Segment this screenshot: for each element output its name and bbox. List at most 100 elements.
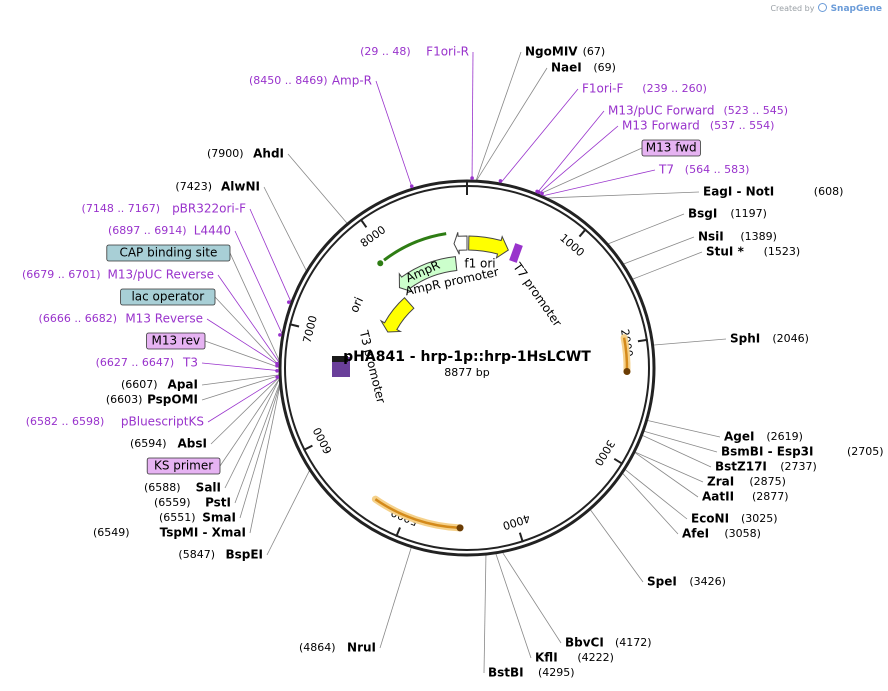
site-coord: (608) <box>814 185 844 198</box>
site-coord: (4295) <box>538 666 575 679</box>
site-coord: (6594) <box>130 437 167 450</box>
site-coord: (537 .. 554) <box>710 119 775 132</box>
site-coord: (69) <box>593 61 616 74</box>
site-label-bstz17i: BstZ17I(2737) <box>715 460 817 474</box>
site-label-m13-puc-forward: M13/pUC Forward(523 .. 545) <box>608 104 788 118</box>
site-label-nrui: NruI(4864) <box>299 641 376 655</box>
leader-line <box>495 552 532 659</box>
leader-line <box>631 251 703 280</box>
site-name: T3 <box>182 356 198 370</box>
site-name: M13 Forward <box>622 119 700 133</box>
site-label-bstbi: BstBI(4295) <box>488 666 575 680</box>
site-coord: (2875) <box>749 475 786 488</box>
feature-box <box>641 139 701 157</box>
leader-line <box>475 67 548 182</box>
site-label-bspei: BspEI(5847) <box>178 548 263 562</box>
site-label-apai: ApaI(6607) <box>121 378 198 392</box>
orf-arrow-tip <box>623 367 631 375</box>
site-coord: (4222) <box>577 651 614 664</box>
site-coord: (6897 .. 6914) <box>108 224 187 237</box>
leader-line <box>633 451 699 498</box>
site-name: NaeI <box>551 61 582 75</box>
site-name: EcoNI <box>691 512 729 526</box>
feature-label-f1-ori: f1 ori <box>464 257 495 271</box>
site-labels: NgoMIV(67)NaeI(69)F1ori-F(239 .. 260)M13… <box>22 45 884 680</box>
site-label-alwni: AlwNI (7423) <box>175 180 260 194</box>
site-coord: (1523) <box>764 245 801 258</box>
leader-line <box>217 274 281 364</box>
leader-line <box>287 153 349 225</box>
leader-line <box>589 508 644 583</box>
leader-line <box>206 318 281 367</box>
tick-label: 7000 <box>301 314 320 344</box>
site-label-aatii: AatII(2877) <box>702 490 789 504</box>
feature-box-label: lac operator <box>131 290 204 304</box>
site-coord: (3058) <box>724 527 761 540</box>
site-label-spei: SpeI(3426) <box>647 575 726 589</box>
plasmid-name: pHA841 - hrp-1p::hrp-1HsLCWT <box>343 349 591 365</box>
site-coord: (2619) <box>766 430 803 443</box>
site-coord: (564 .. 583) <box>685 163 750 176</box>
tick-3000 <box>613 457 624 465</box>
primer-site-mark <box>275 368 279 373</box>
site-label-tspmi-xmai: TspMI - XmaI(6549) <box>93 526 246 540</box>
feature-box <box>146 332 206 350</box>
site-name: SpeI <box>647 575 677 589</box>
primer-site-mark <box>409 184 414 189</box>
site-coord: (4172) <box>615 636 652 649</box>
site-name: BsgI <box>688 207 717 221</box>
leader-line <box>642 430 718 453</box>
feature-box <box>146 457 221 475</box>
site-coord: (8450 .. 8469) <box>249 74 328 87</box>
tick-8000 <box>359 218 368 228</box>
leader-line <box>624 468 688 520</box>
site-name: AlwNI <box>221 180 260 194</box>
site-coord: (6559) <box>154 496 191 509</box>
site-label-kfli: KflI(4222) <box>535 651 614 665</box>
site-label-lac-operator: lac operator <box>120 288 216 306</box>
site-label-amp-r: Amp-R (8450 .. 8469) <box>249 74 372 88</box>
site-label-nsii: NsiI(1389) <box>698 230 777 244</box>
site-coord: (6679 .. 6701) <box>22 268 101 281</box>
primer-site-mark <box>498 179 503 183</box>
leader-line <box>234 380 281 504</box>
leader-line <box>540 169 656 197</box>
primer-site-mark <box>275 375 280 379</box>
site-coord: (6588) <box>144 481 181 494</box>
site-label-ahdi: AhdI(7900) <box>207 147 284 161</box>
site-name: TspMI - XmaI <box>160 526 246 540</box>
site-label-bsmbi-esp3i: BsmBI - Esp3I(2705) <box>721 445 884 459</box>
leader-line <box>229 252 281 363</box>
site-label-cap-binding-site: CAP binding site <box>106 244 231 262</box>
site-coord: (3025) <box>741 512 778 525</box>
site-name: BbvCI <box>565 636 604 650</box>
leader-line <box>621 472 679 535</box>
ampr-direction-tip <box>377 260 384 267</box>
site-coord: (1197) <box>730 207 767 220</box>
leader-lines <box>201 51 727 674</box>
site-label-psti: PstI(6559) <box>154 496 231 510</box>
site-label-bbvci: BbvCI (4172) <box>565 636 652 650</box>
site-coord: (239 .. 260) <box>642 82 707 95</box>
primer-site-mark <box>540 191 544 196</box>
leader-line <box>234 230 284 336</box>
leader-line <box>214 296 281 367</box>
site-name: PspOMI <box>147 393 198 407</box>
leader-line <box>622 236 695 265</box>
site-label-zrai: ZraI(2875) <box>707 475 786 489</box>
t7-promoter-marker <box>509 243 523 263</box>
site-name: Amp-R <box>332 74 372 88</box>
snapgene-brand: Created by SnapGene <box>770 3 882 14</box>
site-name: F1ori-R <box>426 45 469 59</box>
feature-box-label: KS primer <box>154 459 213 473</box>
site-name: NgoMIV <box>525 45 578 59</box>
tick-5000 <box>395 527 401 538</box>
site-name: AgeI <box>724 430 754 444</box>
feature-box-label: M13 rev <box>152 334 201 348</box>
site-coord: (7423) <box>175 180 212 193</box>
snapgene-logo-icon <box>818 3 828 12</box>
tick-2000 <box>637 338 648 343</box>
leader-line <box>607 213 685 245</box>
site-label-econi: EcoNI (3025) <box>691 512 778 526</box>
